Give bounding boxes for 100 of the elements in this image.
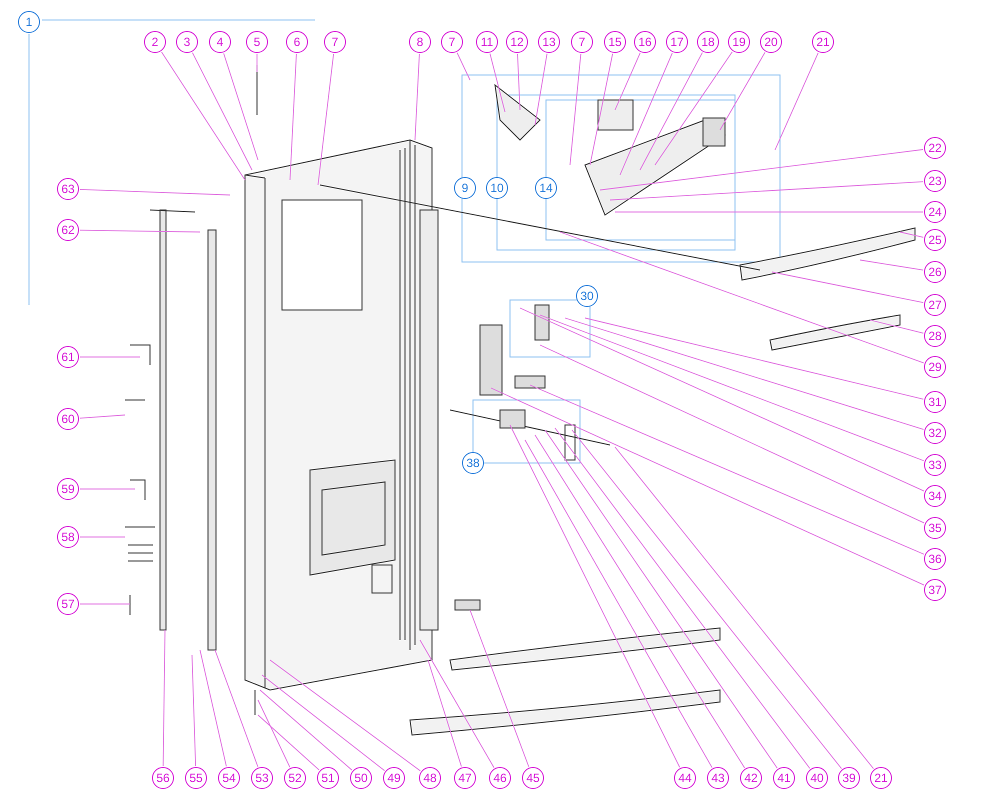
leader-line (620, 52, 673, 176)
leader-line (572, 430, 842, 770)
leader-line (560, 232, 924, 364)
leader-line (192, 654, 196, 766)
leader-line (530, 384, 924, 555)
leader-line (614, 52, 641, 110)
leader-line (80, 488, 136, 490)
callout-number: 30 (576, 285, 598, 307)
leader-line (290, 54, 297, 180)
leader-line (520, 308, 925, 492)
callout-number: 35 (924, 517, 946, 539)
leader-line (260, 690, 352, 771)
callout-number: 29 (924, 356, 946, 378)
callout-number: 56 (152, 767, 174, 789)
callout-number: 32 (924, 422, 946, 444)
leader-line (470, 610, 530, 768)
callout-number: 7 (441, 31, 463, 53)
leader-line (270, 660, 421, 772)
callout-number: 28 (924, 325, 946, 347)
callout-number: 36 (924, 548, 946, 570)
callout-number: 12 (506, 31, 528, 53)
callout-number: 19 (728, 31, 750, 53)
callout-number: 15 (604, 31, 626, 53)
leader-line (540, 314, 924, 462)
leader-line (161, 52, 246, 180)
leader-line (570, 54, 582, 166)
callout-number: 7 (571, 31, 593, 53)
leader-line (610, 181, 924, 200)
leader-line (456, 52, 470, 80)
callout-number: 17 (666, 31, 688, 53)
leader-line (614, 446, 874, 770)
leader-line (428, 660, 462, 767)
callout-number: 10 (486, 177, 508, 199)
callout-number: 26 (924, 261, 946, 283)
leader-line (490, 53, 506, 112)
callout-number: 21 (812, 31, 834, 53)
callout-number: 50 (350, 767, 372, 789)
callout-number: 9 (454, 177, 476, 199)
callout-number: 34 (924, 485, 946, 507)
leader-line (162, 630, 166, 766)
callout-number: 48 (419, 767, 441, 789)
leader-line (564, 318, 924, 430)
callout-number: 13 (538, 31, 560, 53)
leader-line (860, 260, 924, 271)
callout-number: 39 (838, 767, 860, 789)
callout-number: 40 (806, 767, 828, 789)
leader-line (600, 149, 924, 190)
leader-line (258, 714, 320, 770)
leader-line (640, 52, 703, 170)
callout-number: 22 (924, 137, 946, 159)
leader-line (490, 388, 925, 586)
callout-number: 4 (209, 31, 231, 53)
callout-number: 31 (924, 391, 946, 413)
callout-number: 61 (57, 346, 79, 368)
leader-line (223, 52, 258, 160)
leader-line (544, 430, 778, 769)
callout-number: 18 (697, 31, 719, 53)
callout-number: 20 (760, 31, 782, 53)
leader-line (590, 53, 614, 166)
leader-line (420, 640, 494, 768)
callout-number: 53 (251, 767, 273, 789)
leader-line (262, 674, 385, 772)
callout-number: 43 (707, 767, 729, 789)
callout-number: 52 (284, 767, 306, 789)
callout-number: 63 (57, 178, 79, 200)
callout-number: 7 (324, 31, 346, 53)
leader-line (524, 440, 712, 768)
leader-line (772, 272, 924, 304)
callout-number: 2 (144, 31, 166, 53)
leader-line (80, 356, 140, 358)
callout-number: 59 (57, 478, 79, 500)
leader-line (720, 52, 766, 130)
leader-line (534, 434, 746, 768)
leader-line (80, 536, 126, 538)
callout-number: 46 (489, 767, 511, 789)
leader-line (654, 51, 733, 166)
callout-number: 14 (535, 177, 557, 199)
leader-line (554, 428, 810, 769)
leader-line (258, 700, 290, 768)
callout-number: 3 (176, 31, 198, 53)
callout-number: 54 (218, 767, 240, 789)
leader-line (214, 650, 258, 768)
leader-line (200, 650, 227, 767)
callout-number: 51 (317, 767, 339, 789)
callout-number: 37 (924, 579, 946, 601)
callout-number: 45 (522, 767, 544, 789)
callout-number: 55 (185, 767, 207, 789)
leader-line (80, 230, 200, 232)
callout-number: 58 (57, 526, 79, 548)
callout-number: 49 (383, 767, 405, 789)
callout-number: 33 (924, 454, 946, 476)
callout-number: 23 (924, 170, 946, 192)
callout-number: 6 (286, 31, 308, 53)
callout-number: 8 (409, 31, 431, 53)
leader-line (774, 52, 819, 150)
callout-number: 47 (454, 767, 476, 789)
callout-number: 25 (924, 229, 946, 251)
callout-number: 24 (924, 201, 946, 223)
leader-line (510, 424, 680, 768)
leader-line (192, 52, 252, 170)
